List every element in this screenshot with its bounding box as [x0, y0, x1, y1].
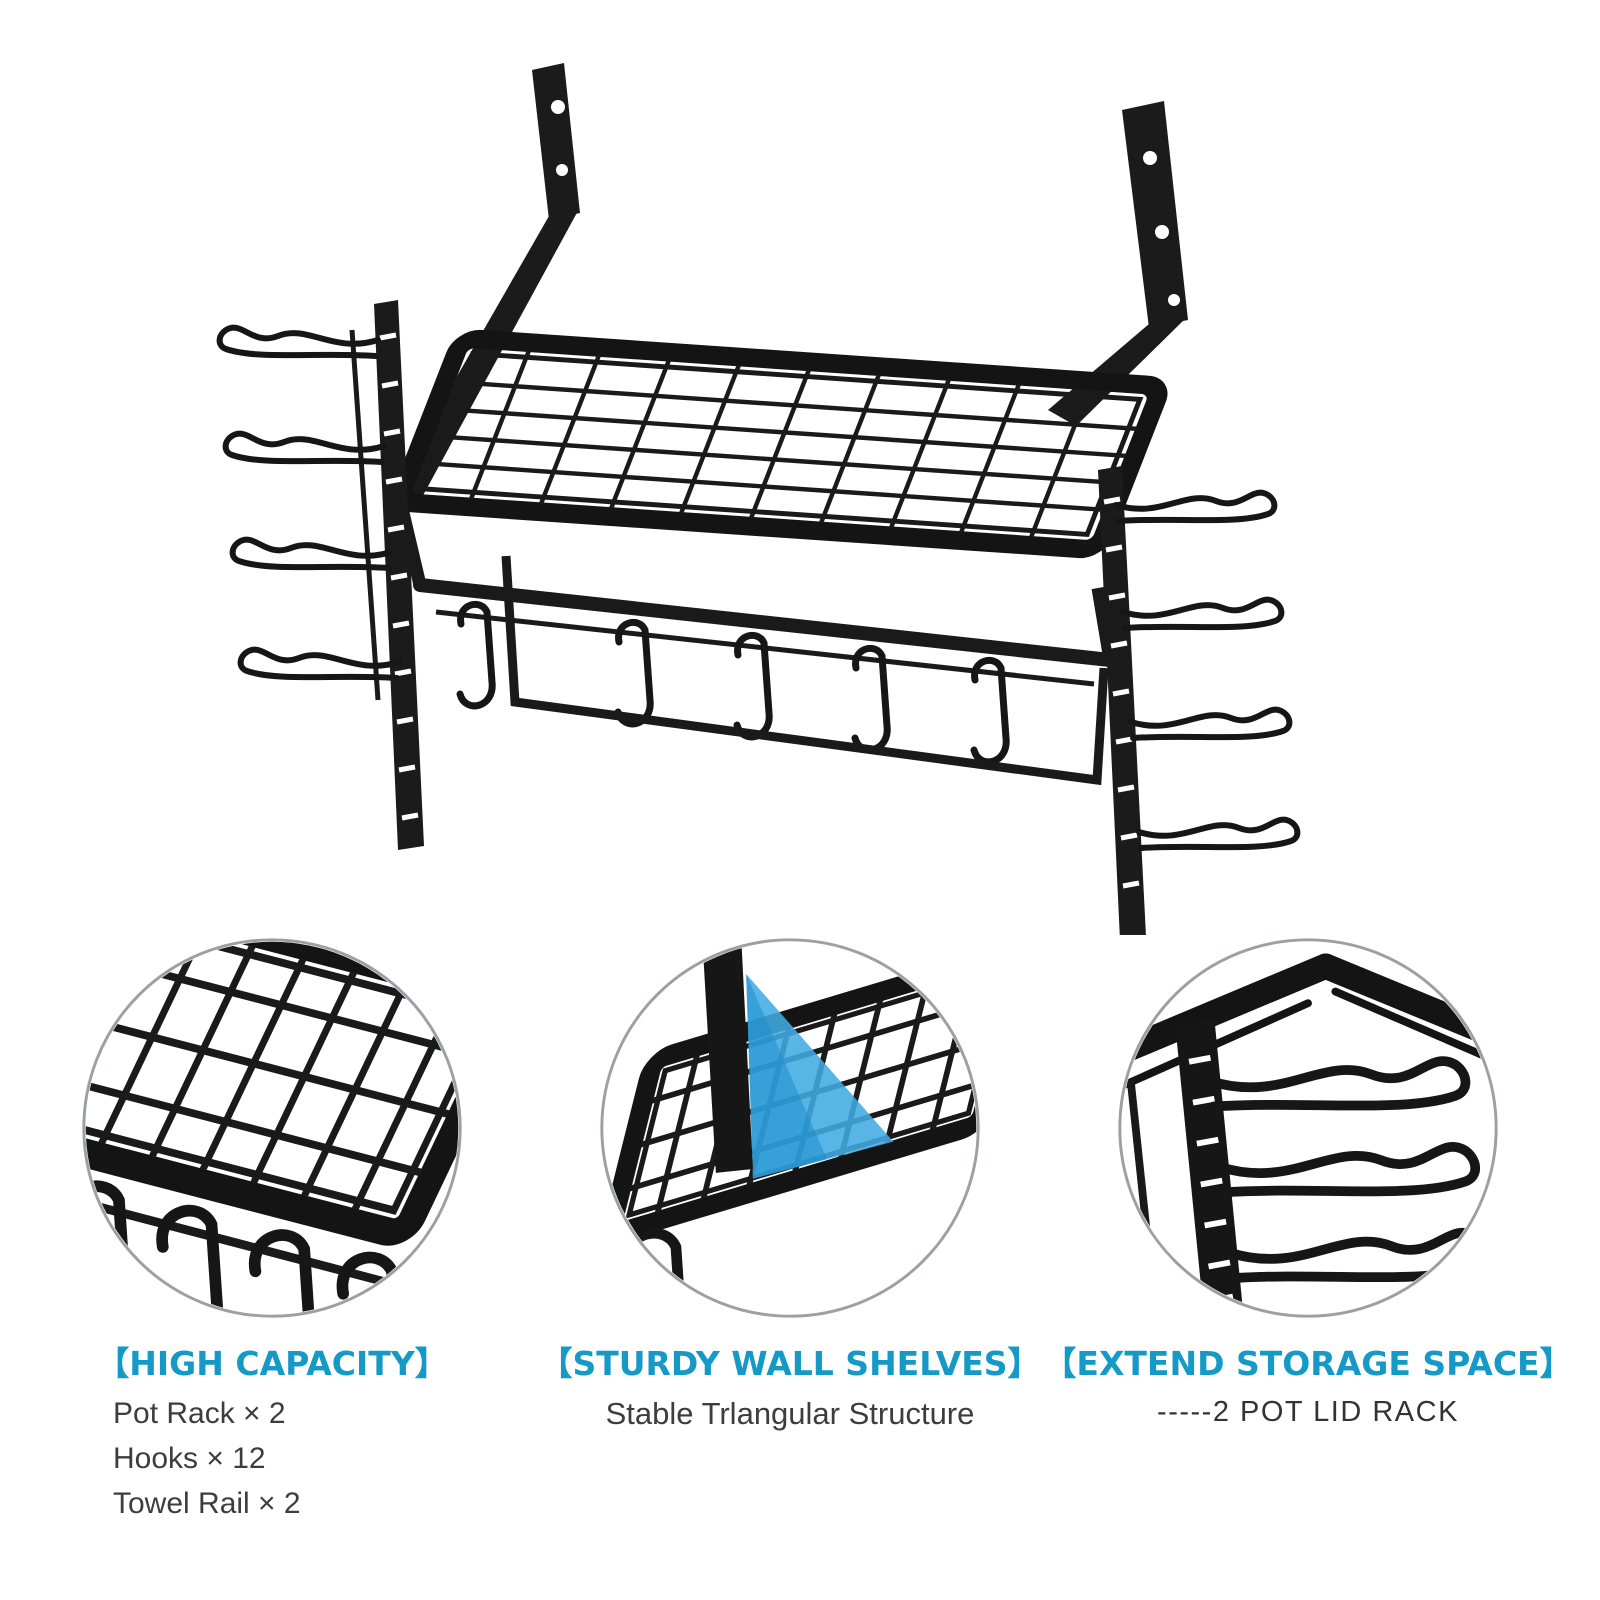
- feature-line: Pot Rack × 2: [113, 1397, 286, 1430]
- feature-heading-extend-storage-space: 【EXTEND STORAGE SPACE】: [1043, 1344, 1573, 1383]
- feature-row: 【HIGH CAPACITY】 Pot Rack × 2 Hooks × 12 …: [0, 933, 1600, 1526]
- pot-rack-illustration: [216, 63, 1301, 935]
- callout-circle-border: [82, 938, 462, 1318]
- feature-line: Towel Rail × 2: [113, 1487, 301, 1520]
- triangle-highlight-shade: [746, 973, 828, 1179]
- rail-slots: [379, 332, 419, 821]
- feature-lines: -----2 POT LID RACK: [1113, 1391, 1503, 1435]
- zoomed-wall-strap: [700, 941, 753, 1173]
- rail-slots: [1103, 496, 1140, 889]
- feature-line: Hooks × 12: [113, 1442, 266, 1475]
- zoomed-hooks: [85, 1180, 407, 1315]
- support-frame: [501, 555, 1109, 786]
- feature-heading-high-capacity: 【HIGH CAPACITY】: [96, 1344, 448, 1383]
- callout-high-capacity-detail: [82, 938, 462, 1318]
- callout-circle-border: [1118, 938, 1498, 1318]
- utensil-hooks: [456, 600, 1010, 766]
- wire-shelf: [392, 329, 1168, 559]
- callout-lid-rack-detail: [1118, 938, 1498, 1318]
- screw-hole: [551, 100, 565, 114]
- feature-lines: Pot Rack × 2 Hooks × 12 Towel Rail × 2: [77, 1391, 467, 1526]
- feature-sturdy-wall-shelves: 【STURDY WALL SHELVES】 Stable Trlangular …: [539, 933, 1041, 1526]
- screw-hole: [1168, 294, 1180, 306]
- feature-line: Stable Trlangular Structure: [605, 1396, 975, 1431]
- pot-lid-rack-right: [1098, 466, 1301, 935]
- pot-lid-rack-left: [216, 300, 424, 850]
- lid-holder-arms: [216, 324, 402, 681]
- rail-slots: [1188, 1054, 1234, 1304]
- screw-hole: [1155, 225, 1169, 239]
- feature-line: -----2 POT LID RACK: [1157, 1396, 1459, 1428]
- screw-hole: [1143, 151, 1157, 165]
- zoomed-slotted-rail: [1175, 1018, 1244, 1315]
- feature-high-capacity: 【HIGH CAPACITY】 Pot Rack × 2 Hooks × 12 …: [77, 933, 467, 1526]
- feature-heading-sturdy-wall-shelves: 【STURDY WALL SHELVES】: [539, 1344, 1041, 1383]
- feature-extend-storage-space: 【EXTEND STORAGE SPACE】 -----2 POT LID RA…: [1043, 933, 1573, 1526]
- lid-holder-arms: [1113, 489, 1301, 851]
- screw-hole: [556, 164, 568, 176]
- feature-lines: Stable Trlangular Structure: [595, 1391, 985, 1438]
- callout-bracket-detail: [600, 938, 980, 1318]
